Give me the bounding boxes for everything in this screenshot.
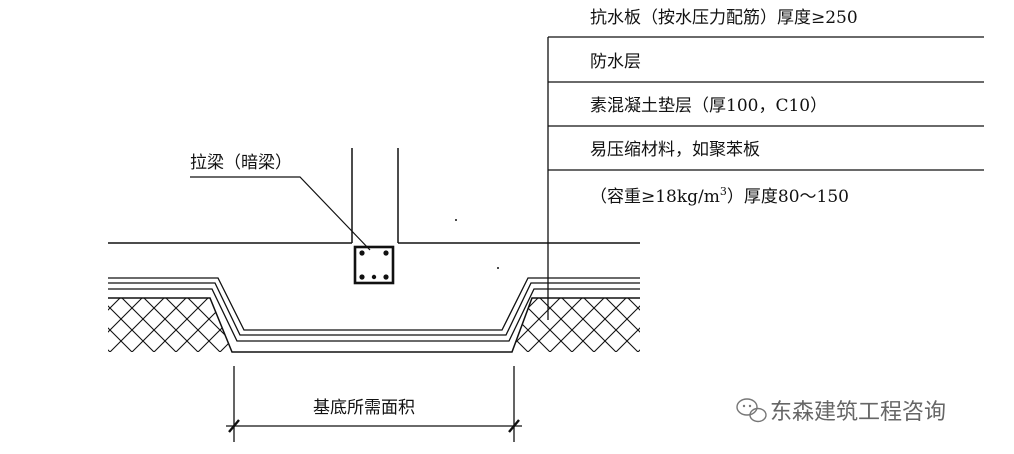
tie-beam-leader [190,176,371,251]
label-layer-top: 抗水板（按水压力配筋）厚度≥250 [590,8,858,28]
label-layer-waterproof: 防水层 [590,52,641,72]
tie-beam [353,245,395,285]
label-layer-compressible-1: 易压缩材料，如聚苯板 [590,140,760,160]
layer-profile-3 [108,288,640,342]
rebar-dot [383,274,389,280]
layer-profile-1 [108,277,640,331]
label-tie-beam: 拉梁（暗梁） [190,153,292,173]
wechat-icon [736,398,767,423]
dot-mark [497,267,499,269]
label-layer-concrete: 素混凝土垫层（厚100，C10） [590,96,827,116]
label-base-area: 基底所需面积 [313,398,415,418]
dimension-tick-right [508,419,520,433]
label-layer-compressible-2: （容重≥18kg/m3）厚度80～150 [590,185,849,207]
soil-hatch-right [512,298,640,352]
rebar-dot [359,274,365,280]
rebar-dot [383,250,389,256]
soil-hatch-left [108,298,232,352]
rebar-dot [371,274,377,280]
rebar-dot [359,250,365,256]
dot-mark [455,219,457,221]
watermark-text: 东森建筑工程咨询 [770,400,946,425]
dimension-tick-left [228,419,240,433]
layer-profile-2 [108,282,640,336]
